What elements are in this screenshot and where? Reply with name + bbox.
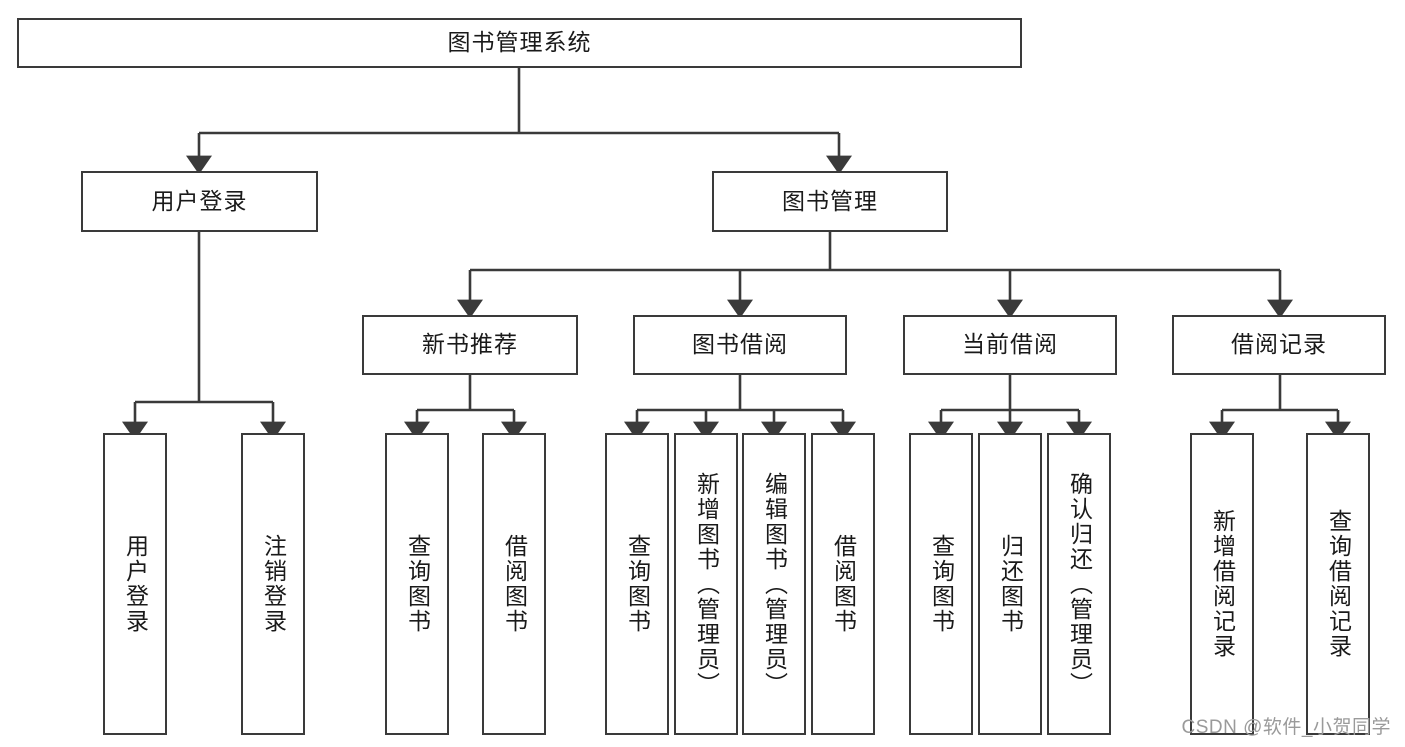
leaf-newbook-query-book[interactable]: 查询图书: [385, 433, 449, 735]
leaf-label: 编辑图书（管理员）: [761, 471, 788, 697]
leaf-borrow-borrow-book[interactable]: 借阅图书: [811, 433, 875, 735]
leaf-borrow-edit-book-admin[interactable]: 编辑图书（管理员）: [742, 433, 806, 735]
leaf-current-return-book[interactable]: 归还图书: [978, 433, 1042, 735]
leaf-label: 查询图书: [404, 534, 431, 634]
leaf-current-confirm-return-admin[interactable]: 确认归还（管理员）: [1047, 433, 1111, 735]
node-book-management[interactable]: 图书管理: [712, 171, 948, 232]
leaf-label: 确认归还（管理员）: [1066, 471, 1093, 697]
leaf-label: 查询图书: [928, 534, 955, 634]
leaf-label: 查询借阅记录: [1325, 509, 1352, 659]
leaf-borrow-query-book[interactable]: 查询图书: [605, 433, 669, 735]
leaf-label: 借阅图书: [830, 534, 857, 634]
node-borrowing-records[interactable]: 借阅记录: [1172, 315, 1386, 375]
node-new-book-recommendation[interactable]: 新书推荐: [362, 315, 578, 375]
leaf-label: 新增图书（管理员）: [693, 471, 720, 697]
leaf-current-query-book[interactable]: 查询图书: [909, 433, 973, 735]
leaf-label: 查询图书: [624, 534, 651, 634]
leaf-label: 归还图书: [997, 534, 1024, 634]
node-current-borrowing[interactable]: 当前借阅: [903, 315, 1117, 375]
leaf-newbook-borrow-book[interactable]: 借阅图书: [482, 433, 546, 735]
watermark-text: CSDN @软件_小贺同学: [1181, 717, 1391, 738]
leaf-label: 新增借阅记录: [1209, 509, 1236, 659]
leaf-label: 注销登录: [260, 534, 287, 634]
leaf-user-login[interactable]: 用户登录: [103, 433, 167, 735]
node-user-login[interactable]: 用户登录: [81, 171, 318, 232]
leaf-record-query-borrow-record[interactable]: 查询借阅记录: [1306, 433, 1370, 735]
node-root-book-management-system[interactable]: 图书管理系统: [17, 18, 1022, 68]
leaf-record-add-borrow-record[interactable]: 新增借阅记录: [1190, 433, 1254, 735]
leaf-label: 借阅图书: [501, 534, 528, 634]
leaf-label: 用户登录: [122, 534, 149, 634]
node-book-borrowing[interactable]: 图书借阅: [633, 315, 847, 375]
leaf-borrow-add-book-admin[interactable]: 新增图书（管理员）: [674, 433, 738, 735]
leaf-logout[interactable]: 注销登录: [241, 433, 305, 735]
